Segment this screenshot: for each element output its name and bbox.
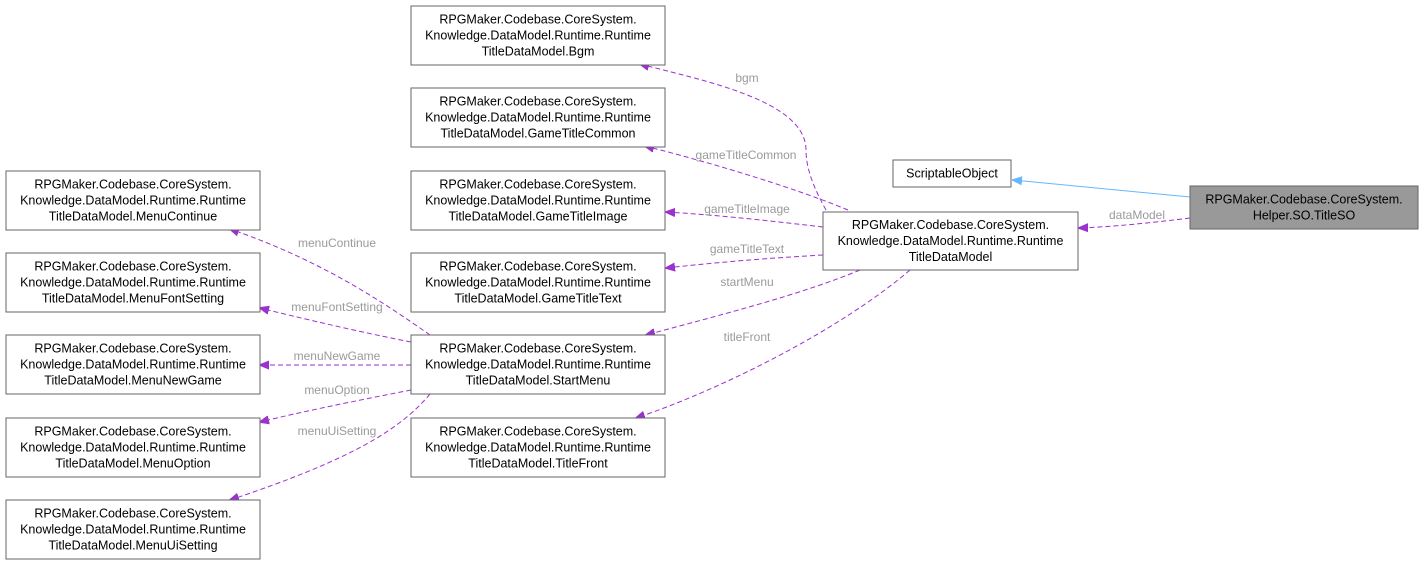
class-box [410, 87, 666, 148]
class-name-line: Knowledge.DataModel.Runtime.Runtime [425, 111, 651, 125]
class-node-menu-option[interactable]: RPGMaker.Codebase.CoreSystem. Knowledge.D… [5, 417, 261, 478]
class-name-line: Helper.SO.TitleSO [1253, 209, 1356, 223]
class-name-line: ScriptableObject [906, 167, 998, 181]
class-name-line: RPGMaker.Codebase.CoreSystem. [439, 342, 636, 356]
class-name-line: Knowledge.DataModel.Runtime.Runtime [20, 358, 246, 372]
class-name-line: TitleDataModel.GameTitleCommon [441, 127, 636, 141]
class-node-menu-font-setting[interactable]: RPGMaker.Codebase.CoreSystem. Knowledge.D… [5, 252, 261, 313]
class-name-line: Knowledge.DataModel.Runtime.Runtime [425, 29, 651, 43]
class-name-line: Knowledge.DataModel.Runtime.Runtime [425, 194, 651, 208]
edge-label: gameTitleText [710, 242, 785, 256]
class-name-line: TitleDataModel.GameTitleText [454, 292, 622, 306]
class-node-title-front[interactable]: RPGMaker.Codebase.CoreSystem. Knowledge.D… [410, 417, 666, 478]
class-box [822, 211, 1079, 271]
class-node-game-title-text[interactable]: RPGMaker.Codebase.CoreSystem. Knowledge.D… [410, 252, 666, 313]
edge-title-front [636, 269, 911, 418]
class-name-line: RPGMaker.Codebase.CoreSystem. [34, 260, 231, 274]
class-box [5, 334, 261, 395]
class-box [410, 417, 666, 478]
edge-menu-ui-setting [230, 393, 431, 500]
class-name-line: Knowledge.DataModel.Runtime.Runtime [838, 234, 1064, 248]
class-name-line: Knowledge.DataModel.Runtime.Runtime [425, 441, 651, 455]
edge-bgm [640, 64, 827, 211]
edge-label: dataModel [1109, 208, 1165, 222]
edge-label: startMenu [720, 275, 773, 289]
edge-game-title-text [666, 254, 824, 268]
class-box [410, 334, 666, 395]
edge-label: titleFront [724, 330, 771, 344]
class-name-line: Knowledge.DataModel.Runtime.Runtime [20, 441, 246, 455]
class-box [410, 252, 666, 313]
class-box [5, 499, 261, 560]
edge-menu-continue [230, 229, 431, 336]
class-name-line: Knowledge.DataModel.Runtime.Runtime [425, 276, 651, 290]
edge-label: menuUiSetting [298, 424, 377, 438]
class-name-line: RPGMaker.Codebase.CoreSystem. [34, 178, 231, 192]
class-name-line: RPGMaker.Codebase.CoreSystem. [34, 507, 231, 521]
class-node-start-menu[interactable]: RPGMaker.Codebase.CoreSystem. Knowledge.D… [410, 334, 666, 395]
class-node-scriptable-object[interactable]: ScriptableObject [892, 159, 1012, 188]
class-name-line: RPGMaker.Codebase.CoreSystem. [439, 13, 636, 27]
class-name-line: TitleDataModel.TitleFront [468, 457, 608, 471]
edge-label: menuFontSetting [291, 300, 382, 314]
edge-label: bgm [735, 71, 758, 85]
class-name-line: TitleDataModel.MenuFontSetting [42, 292, 224, 306]
class-node-menu-new-game[interactable]: RPGMaker.Codebase.CoreSystem. Knowledge.D… [5, 334, 261, 395]
class-box [5, 252, 261, 313]
class-name-line: TitleDataModel [909, 250, 993, 264]
class-name-line: Knowledge.DataModel.Runtime.Runtime [20, 276, 246, 290]
class-name-line: RPGMaker.Codebase.CoreSystem. [439, 260, 636, 274]
edge-game-title-common [645, 146, 849, 211]
edge-menu-option [260, 389, 412, 422]
class-box [5, 170, 261, 231]
class-name-line: Knowledge.DataModel.Runtime.Runtime [425, 358, 651, 372]
class-name-line: RPGMaker.Codebase.CoreSystem. [439, 178, 636, 192]
class-node-title-data-model[interactable]: RPGMaker.Codebase.CoreSystem. Knowledge.D… [822, 211, 1079, 271]
class-node-menu-continue[interactable]: RPGMaker.Codebase.CoreSystem. Knowledge.D… [5, 170, 261, 231]
edge-start-menu [646, 269, 861, 335]
class-name-line: TitleDataModel.MenuUiSetting [48, 539, 217, 553]
class-node-bgm[interactable]: RPGMaker.Codebase.CoreSystem. Knowledge.D… [410, 5, 666, 66]
class-name-line: TitleDataModel.MenuOption [55, 457, 210, 471]
edge-game-title-image [666, 212, 824, 228]
class-box [892, 159, 1012, 188]
class-node-title-s-o[interactable]: RPGMaker.Codebase.CoreSystem. Helper.SO.T… [1189, 185, 1419, 230]
class-name-line: TitleDataModel.MenuContinue [49, 210, 217, 224]
edge-label: gameTitleCommon [696, 148, 797, 162]
class-box [410, 5, 666, 66]
class-name-line: RPGMaker.Codebase.CoreSystem. [1205, 193, 1402, 207]
class-box [410, 170, 666, 231]
edge-label: menuOption [304, 383, 369, 397]
class-node-game-title-common[interactable]: RPGMaker.Codebase.CoreSystem. Knowledge.D… [410, 87, 666, 148]
class-name-line: Knowledge.DataModel.Runtime.Runtime [20, 194, 246, 208]
class-name-line: RPGMaker.Codebase.CoreSystem. [34, 342, 231, 356]
class-name-line: RPGMaker.Codebase.CoreSystem. [439, 425, 636, 439]
class-node-menu-ui-setting[interactable]: RPGMaker.Codebase.CoreSystem. Knowledge.D… [5, 499, 261, 560]
edge-label: gameTitleImage [704, 202, 790, 216]
class-name-line: TitleDataModel.MenuNewGame [44, 374, 221, 388]
class-box [1189, 185, 1419, 230]
class-box [5, 417, 261, 478]
edge-menu-font-setting [260, 308, 412, 343]
class-name-line: TitleDataModel.GameTitleImage [448, 210, 627, 224]
class-name-line: Knowledge.DataModel.Runtime.Runtime [20, 523, 246, 537]
class-name-line: TitleDataModel.StartMenu [466, 374, 611, 388]
edge-label: menuNewGame [294, 349, 381, 363]
inheritance-edge [1013, 180, 1191, 198]
class-name-line: TitleDataModel.Bgm [482, 45, 595, 59]
edge-data-model [1079, 217, 1191, 228]
class-name-line: RPGMaker.Codebase.CoreSystem. [34, 425, 231, 439]
edge-label: menuContinue [298, 236, 376, 250]
class-name-line: RPGMaker.Codebase.CoreSystem. [852, 218, 1049, 232]
class-node-game-title-image[interactable]: RPGMaker.Codebase.CoreSystem. Knowledge.D… [410, 170, 666, 231]
class-name-line: RPGMaker.Codebase.CoreSystem. [439, 95, 636, 109]
